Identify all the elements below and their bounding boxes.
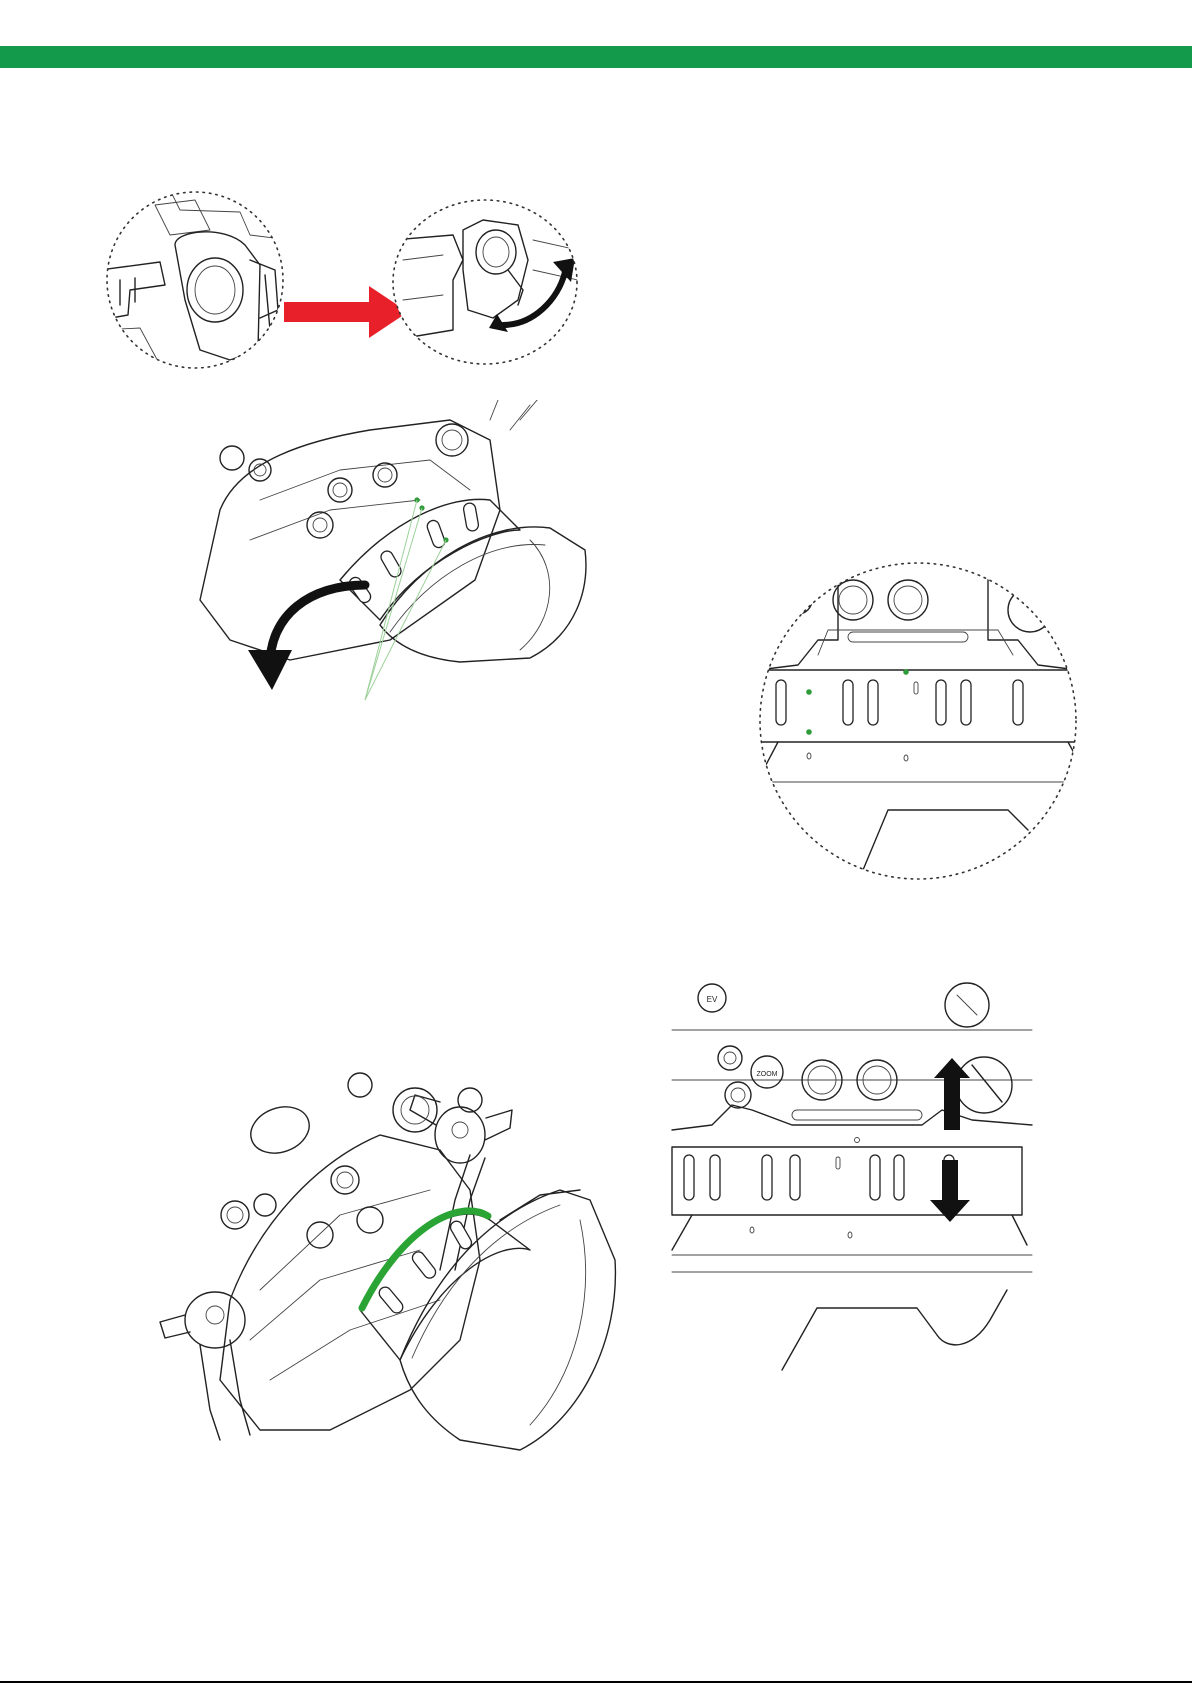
lock-lever-before-illustration bbox=[100, 190, 290, 370]
housing-rotate-port-illustration bbox=[190, 400, 610, 760]
svg-text:ZOOM: ZOOM bbox=[757, 1071, 778, 1078]
port-push-pull-detail-illustration: EV ZOOM bbox=[672, 990, 1032, 1370]
housing-with-dome-port-illustration bbox=[140, 1040, 680, 1560]
svg-text:EV: EV bbox=[707, 995, 718, 1004]
footer-rule bbox=[0, 1681, 1192, 1683]
lock-lever-after-illustration bbox=[393, 200, 578, 365]
port-alignment-detail-illustration: ZOOM bbox=[758, 560, 1078, 882]
svg-text:ZOOM: ZOOM bbox=[788, 599, 809, 606]
header-band bbox=[0, 46, 1192, 68]
red-direction-arrow bbox=[284, 282, 409, 342]
